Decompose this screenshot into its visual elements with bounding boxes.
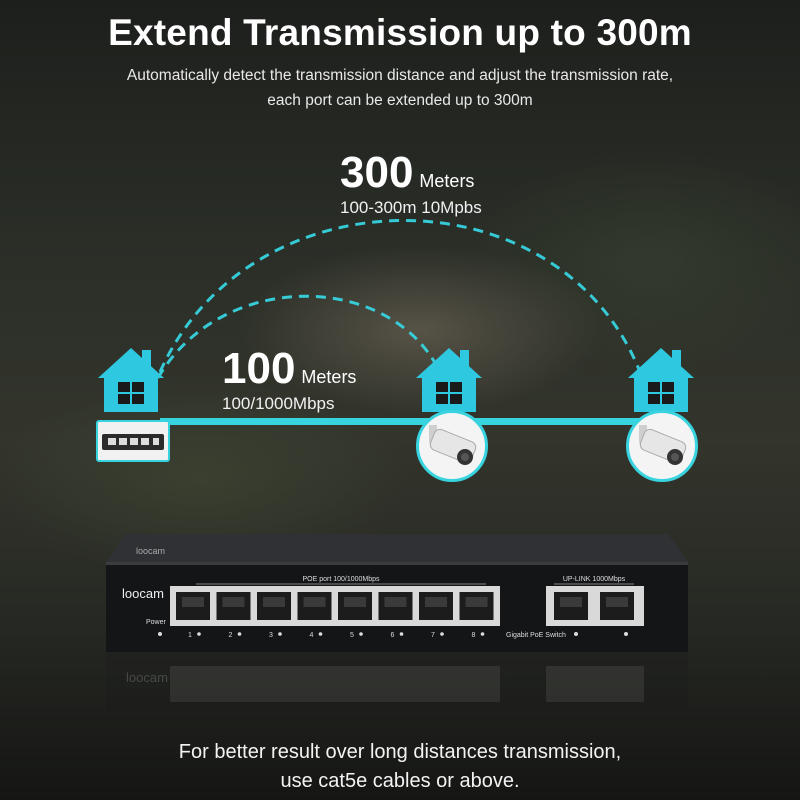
uplink-port-2-contacts [606, 597, 628, 607]
port-number-1: 1 [188, 632, 192, 639]
near-range-unit: Meters [301, 367, 357, 387]
poe-port-8-contacts [465, 597, 488, 607]
cable-line [160, 418, 640, 425]
arc-100m [156, 294, 442, 379]
port-led-3 [278, 632, 282, 636]
port-led-4 [318, 632, 323, 636]
port-led-5 [359, 632, 363, 636]
poe-switch: loocam loocam Power POE port 100/1000Mbp… [106, 534, 688, 652]
house-icon [628, 348, 694, 412]
port-led-2 [237, 632, 242, 636]
subtitle-line-1: Automatically detect the transmission di… [126, 67, 674, 84]
port-led-8 [480, 632, 485, 636]
poe-port-7-contacts [425, 597, 447, 607]
near-range-value: 100 [222, 344, 296, 393]
port-number-6: 6 [391, 632, 395, 639]
uplink-label: UP-LINK 1000Mbps [563, 576, 626, 583]
camera-icon [626, 410, 698, 482]
page-title: Extend Transmission up to 300m [108, 12, 692, 53]
port-number-3: 3 [269, 632, 273, 639]
arc-300m [158, 219, 642, 373]
house-icon [416, 348, 482, 412]
camera-icon [416, 410, 488, 482]
poe-port-4-contacts [303, 597, 326, 607]
port-led-7 [440, 632, 444, 636]
far-range-rate: 100-300m 10Mpbs [340, 198, 482, 217]
subtitle: Automatically detect the transmission di… [0, 63, 800, 113]
power-led [158, 632, 162, 636]
switch-top-brand: loocam [136, 546, 165, 556]
poe-port-label: POE port 100/1000Mbps [302, 576, 380, 583]
poe-port-2-contacts [222, 597, 245, 607]
port-number-7: 7 [431, 632, 435, 639]
subtitle-line-2: each port can be extended up to 300m [267, 92, 533, 109]
switch-icon [96, 420, 170, 462]
switch-reflection: loocam [106, 652, 688, 712]
port-number-8: 8 [472, 632, 476, 639]
port-led-1 [197, 632, 201, 636]
poe-port-6-contacts [384, 597, 407, 607]
port-led-6 [399, 632, 404, 636]
port-number-5: 5 [350, 632, 354, 639]
near-range-rate: 100/1000Mbps [222, 394, 335, 413]
poe-port-3-contacts [263, 597, 285, 607]
footer-line-1: For better result over long distances tr… [178, 741, 622, 763]
power-label: Power [146, 619, 167, 626]
house-icon [98, 348, 164, 412]
poe-port-5-contacts [344, 597, 366, 607]
port-number-2: 2 [229, 632, 233, 639]
uplink-led-1 [574, 632, 578, 636]
poe-port-1-contacts [182, 597, 204, 607]
far-range-unit: Meters [419, 171, 475, 191]
reflection-brand: loocam [126, 670, 168, 685]
uplink-port-1-contacts [560, 597, 582, 607]
port-number-4: 4 [310, 632, 314, 639]
switch-brand: loocam [122, 586, 164, 601]
uplink-led-2 [624, 632, 628, 636]
footer-line-2: use cat5e cables or above. [280, 770, 520, 792]
footer-note: For better result over long distances tr… [0, 738, 800, 796]
far-range-value: 300 [340, 148, 414, 197]
model-label: Gigabit PoE Switch [506, 632, 566, 639]
